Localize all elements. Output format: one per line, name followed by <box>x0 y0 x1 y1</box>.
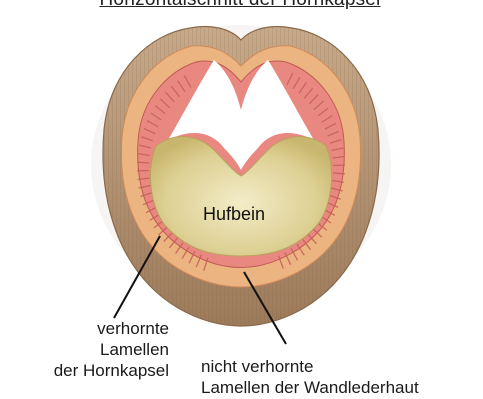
label-left-line-2: Lamellen <box>54 339 169 360</box>
label-bone: Hufbein <box>203 204 265 225</box>
lamina-line <box>333 173 345 174</box>
lamina-line <box>137 162 149 163</box>
label-right-line-1: nicht verhornte <box>201 356 419 377</box>
label-right: nicht verhornte Lamellen der Wandlederha… <box>201 356 419 398</box>
label-left-line-1: verhornte <box>54 318 169 339</box>
label-left-line-3: der Hornkapsel <box>54 360 169 381</box>
label-left: verhornte Lamellen der Hornkapsel <box>54 318 169 381</box>
label-right-line-2: Lamellen der Wandlederhaut <box>201 377 419 398</box>
